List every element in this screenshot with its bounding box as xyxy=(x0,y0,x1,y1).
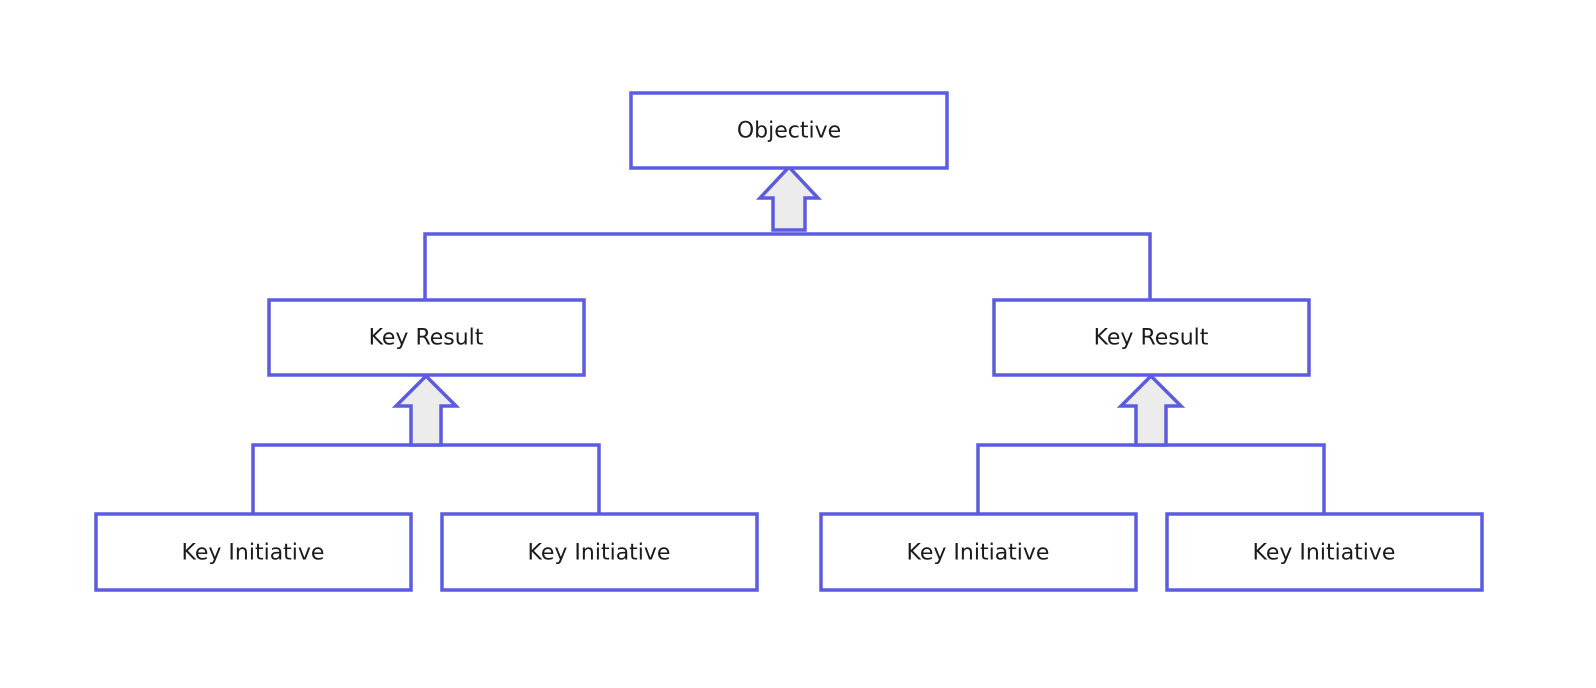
key-result-label: Key Result xyxy=(369,326,484,351)
key-initiative-label: Key Initiative xyxy=(907,541,1050,566)
key-initiative-node: Key Initiative xyxy=(440,512,759,592)
key-initiative-label: Key Initiative xyxy=(182,541,325,566)
key-result-1-connector xyxy=(251,443,601,514)
key-initiative-label: Key Initiative xyxy=(528,541,671,566)
key-initiative-node: Key Initiative xyxy=(94,512,413,592)
objective-node: Objective xyxy=(629,91,949,170)
key-result-2-connector xyxy=(976,443,1326,514)
up-arrow-icon xyxy=(755,164,823,232)
key-result-node: Key Result xyxy=(992,298,1311,377)
key-initiative-node: Key Initiative xyxy=(819,512,1138,592)
key-initiative-label: Key Initiative xyxy=(1253,541,1396,566)
objective-label: Objective xyxy=(737,119,841,144)
key-result-label: Key Result xyxy=(1094,326,1209,351)
up-arrow-icon xyxy=(1116,373,1186,447)
key-result-node: Key Result xyxy=(267,298,586,377)
objective-connector xyxy=(423,232,1152,300)
up-arrow-icon xyxy=(391,373,461,447)
key-initiative-node: Key Initiative xyxy=(1165,512,1484,592)
